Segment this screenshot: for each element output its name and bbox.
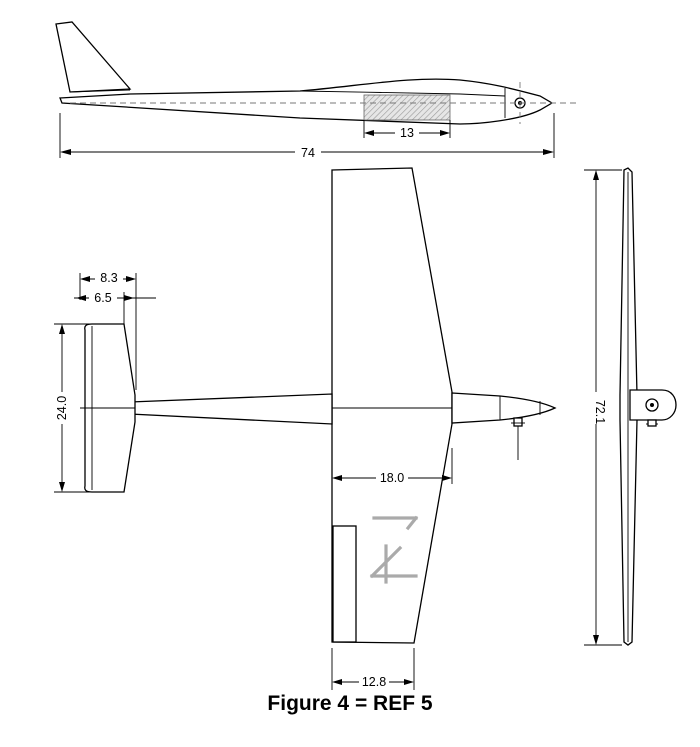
wing-tip-panel <box>332 525 357 643</box>
side-view: 13 74 <box>55 21 580 160</box>
tip-width-label: 12.8 <box>362 675 386 689</box>
wing-front <box>619 167 638 646</box>
ballast-area <box>363 94 451 121</box>
ballast-length-label: 13 <box>400 126 414 140</box>
fuselage-side <box>59 78 554 125</box>
vertical-fin <box>55 21 132 93</box>
main-wing <box>331 167 453 644</box>
tow-screw-plan <box>511 417 525 460</box>
plan-view: 14 8.3 6.5 <box>53 167 557 690</box>
wingspan-label: 72.1 <box>593 400 607 424</box>
front-view: 72.1 <box>584 167 677 646</box>
tail-span-inner-label: 6.5 <box>94 291 111 305</box>
wing-number-graphic <box>369 515 419 584</box>
root-offset-label: 18.0 <box>380 471 404 485</box>
fuselage-plan <box>129 393 333 425</box>
overall-length-label: 74 <box>301 146 315 160</box>
figure-caption: Figure 4 = REF 5 <box>267 692 433 715</box>
tail-chord-label: 24.0 <box>55 396 69 420</box>
tail-span-outer-label: 8.3 <box>100 271 117 285</box>
nose-plan <box>451 392 557 424</box>
